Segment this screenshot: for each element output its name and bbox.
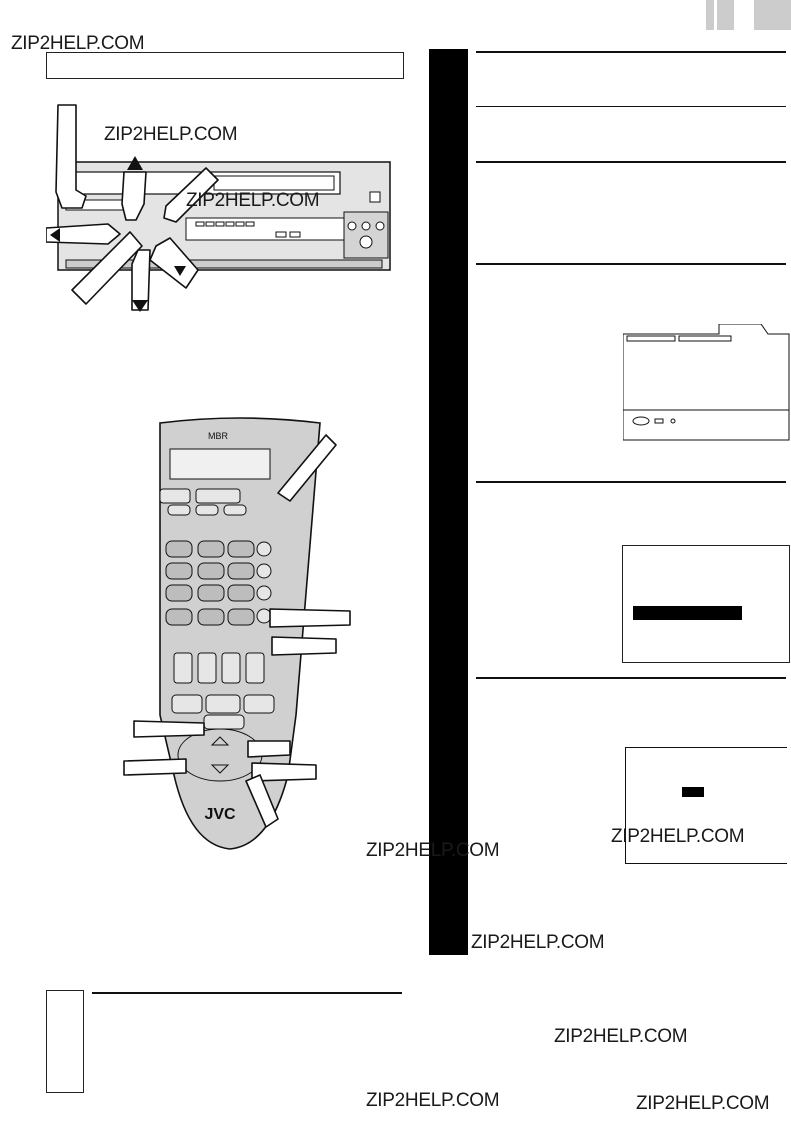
step-divider-5 — [476, 677, 786, 679]
watermark-text: ZIP2HELP.COM — [611, 826, 745, 847]
step-divider-1 — [476, 51, 786, 53]
value-cursor-block — [682, 787, 704, 797]
remote-control-illustration: MBR JVC — [123, 417, 351, 850]
watermark-text: ZIP2HELP.COM — [471, 932, 605, 953]
note-marker-box — [46, 990, 84, 1093]
watermark-text: ZIP2HELP.COM — [636, 1093, 770, 1114]
on-screen-value-display — [625, 747, 787, 864]
step-divider-2 — [476, 161, 786, 163]
watermark-text: ZIP2HELP.COM — [186, 190, 320, 211]
on-screen-menu-display — [622, 323, 790, 441]
section-title-box — [46, 52, 404, 79]
watermark-text: ZIP2HELP.COM — [554, 1026, 688, 1047]
step-divider-4 — [476, 481, 786, 483]
on-screen-setting-display — [622, 545, 790, 663]
step-number-bar — [429, 49, 468, 955]
highlight-bar — [633, 606, 742, 620]
remote-brand-logo: JVC — [204, 806, 236, 823]
watermark-text: ZIP2HELP.COM — [11, 33, 145, 54]
remote-mbr-label: MBR — [208, 431, 229, 441]
vcr-front-panel-illustration — [46, 104, 391, 312]
watermark-text: ZIP2HELP.COM — [104, 124, 238, 145]
watermark-text: ZIP2HELP.COM — [366, 1090, 500, 1111]
step-divider-1b — [476, 106, 786, 107]
watermark-text: ZIP2HELP.COM — [366, 840, 500, 861]
step-divider-3 — [476, 263, 786, 265]
note-divider — [92, 992, 402, 994]
